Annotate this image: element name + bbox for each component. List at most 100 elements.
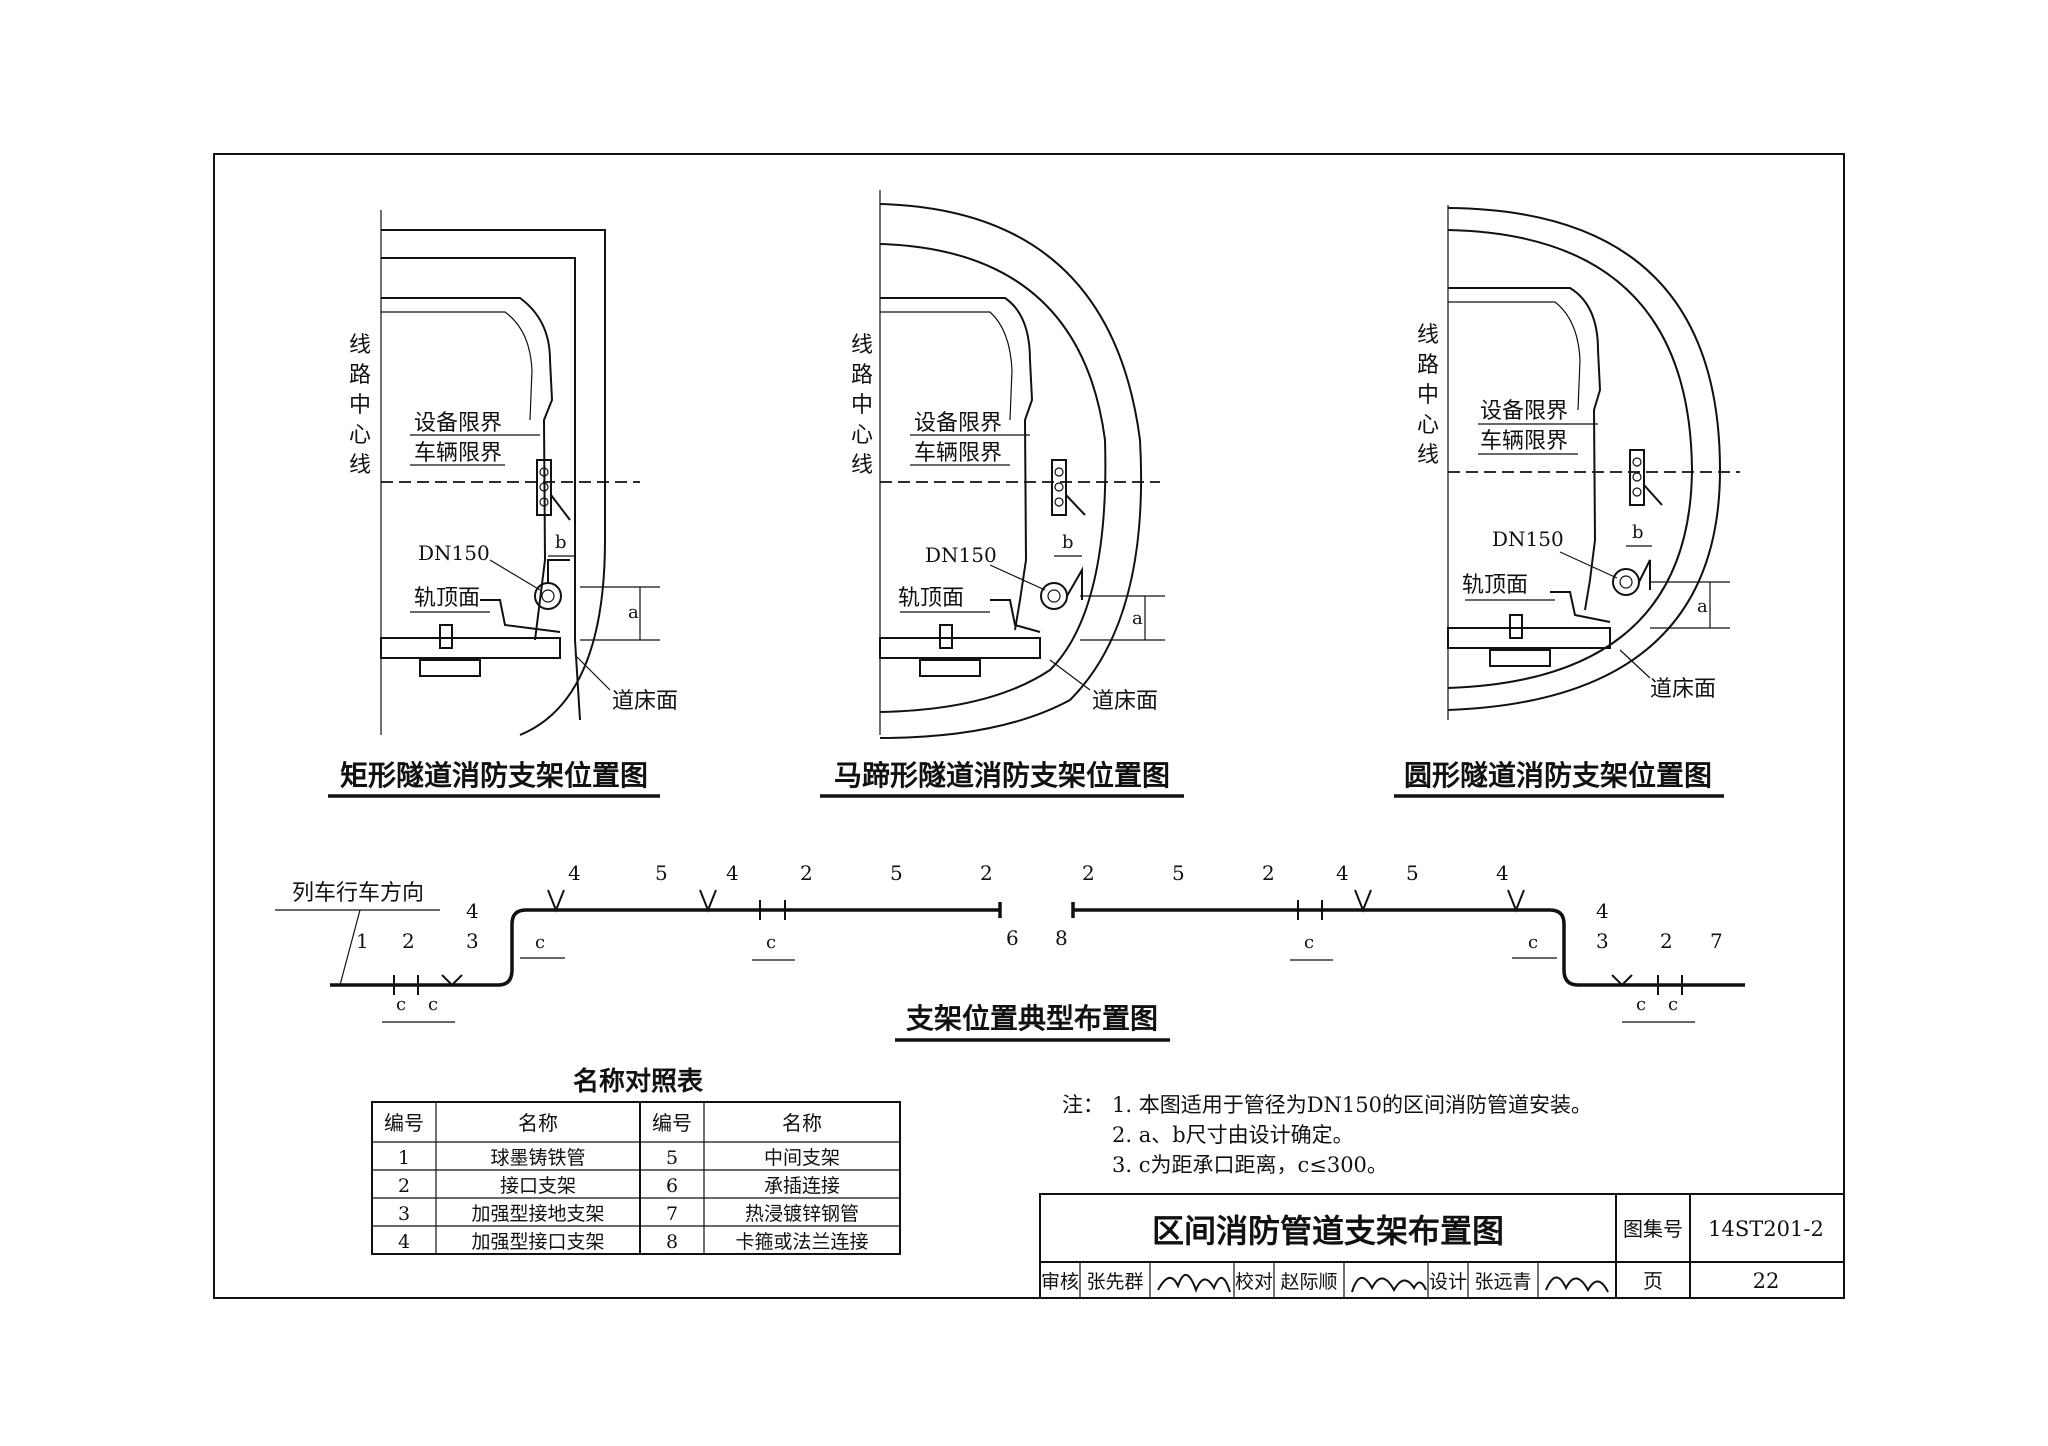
note-item: 3. c为距承口距离，c≤300。 [1112,1153,1388,1177]
review-label: 审核 [1041,1271,1079,1293]
cable-hole [1632,472,1642,482]
page-number: 22 [1753,1269,1780,1293]
dim-a-label: a [1132,608,1143,629]
cable-bracket [536,459,552,516]
support-marker [699,889,717,913]
track-bed [879,637,1041,659]
tunnel-inner-wall [1447,229,1694,689]
rail-profile [1509,614,1523,639]
legend-table: 名称对照表 编号 名称 编号 名称 1 球墨铸铁管 5 中间支架 2 接口支架 … [371,1066,901,1255]
item-number: 4 [1496,861,1509,885]
legend-header: 编号 [652,1111,692,1135]
track-bed-label: 道床面 [1650,677,1716,702]
vehicle-limit-label: 车辆限界 [914,441,1002,466]
title-block-frame [1039,1193,1845,1299]
cable-bracket [1051,459,1067,516]
dim-c-label: c [766,932,776,953]
reviewer-name: 张先群 [1086,1271,1143,1293]
dim-c-label: c [396,994,406,1015]
item-number: 6 [1006,926,1019,950]
pipe-support [1638,559,1651,590]
dn150-pipe-inner [1047,589,1061,603]
sleeper-block [919,659,981,677]
item-number: 5 [655,861,668,885]
note-item: 1. 本图适用于管径为DN150的区间消防管道安装。 [1112,1093,1592,1117]
item-number: 2 [800,861,813,885]
legend-header: 编号 [384,1111,424,1135]
center-line-char: 心 [1417,413,1439,438]
title-block: 区间消防管道支架布置图 图集号 14ST201-2 页 22 审核 张先群 校对… [1039,1193,1845,1299]
pipe-support [547,559,570,583]
note-item: 2. a、b尺寸由设计确定。 [1112,1123,1354,1147]
center-line-char: 中 [1417,383,1439,408]
dim-a-label: a [628,602,639,623]
item-number: 2 [402,929,415,953]
rect-tunnel-diagram: 线 路 中 心 线 设备限界 车辆限界 DN150 轨顶面 道床面 a b 矩形… [328,210,678,798]
item-number: 3 [1596,929,1609,953]
rect-diagram-title: 矩形隧道消防支架位置图 [340,759,648,792]
pipe-support [1066,566,1083,600]
checker-name: 赵际顺 [1280,1271,1337,1293]
equipment-limit-outline [381,297,554,641]
support-marker [1611,974,1633,987]
center-line-char: 线 [851,333,873,358]
legend-cell: 7 [666,1203,678,1225]
item-number: 4 [1596,899,1609,923]
legend-cell: 中间支架 [764,1147,840,1169]
tunnel-outer-wall [381,229,606,736]
item-number: 1 [356,929,369,953]
reviewer-signature [1157,1274,1231,1293]
item-number: 2 [1082,861,1095,885]
dim-b-label: b [1632,522,1644,543]
tunnel-outer-wall [1447,207,1722,711]
rail-step [480,599,561,633]
legend-cell: 热浸镀锌钢管 [745,1203,859,1225]
legend-cell: 1 [398,1147,410,1169]
legend-cell: 加强型接地支架 [471,1203,604,1225]
horseshoe-tunnel-diagram: 线 路 中 心 线 设备限界 车辆限界 DN150 轨顶面 道床面 a b 马蹄… [820,190,1184,798]
design-label: 设计 [1429,1271,1467,1293]
cable-hole [539,467,549,477]
track-bed [380,637,561,659]
cable-hole [1054,467,1064,477]
vehicle-limit-outline [1448,301,1581,411]
item-number: 4 [466,899,479,923]
item-number: 5 [890,861,903,885]
legend-cell: 5 [666,1147,678,1169]
pipe-bend [1549,908,1579,987]
cable-hole [1632,487,1642,497]
bed-leader [1619,649,1651,679]
equipment-limit-outline [1448,287,1602,611]
center-line-char: 路 [851,363,873,388]
checker-signature [1351,1277,1427,1293]
rail-step [1550,591,1611,623]
track-bed-label: 道床面 [1092,689,1158,714]
support-marker [1354,889,1372,913]
drawing-title: 区间消防管道支架布置图 [1152,1212,1504,1250]
rail-top-label: 轨顶面 [898,586,964,611]
center-line-char: 线 [1417,443,1439,468]
horseshoe-diagram-title: 马蹄形隧道消防支架位置图 [834,759,1170,792]
cable-hole [1054,497,1064,507]
legend-cell: 球墨铸铁管 [490,1147,585,1169]
dn150-pipe [1040,582,1068,610]
tunnel-inner-wall [879,243,1107,713]
dim-c-label: c [535,932,545,953]
dim-b-label: b [1062,532,1074,553]
item-number: 5 [1172,861,1185,885]
item-number: 5 [1406,861,1419,885]
tunnel-inner-wall [381,257,581,721]
dim-a-label: a [1697,596,1708,617]
pipe-label: DN150 [418,541,490,565]
track-bed-label: 道床面 [612,689,678,714]
legend-cell: 2 [398,1175,410,1197]
vehicle-limit-outline [880,311,1013,421]
vehicle-limit-label: 车辆限界 [414,441,502,466]
dn150-pipe-inner [1619,575,1633,589]
center-line-char: 线 [851,453,873,478]
vehicle-limit-outline [381,311,533,421]
cable-bracket [1629,449,1645,506]
direction-leader [339,909,361,986]
equipment-limit-label: 设备限界 [914,411,1002,436]
